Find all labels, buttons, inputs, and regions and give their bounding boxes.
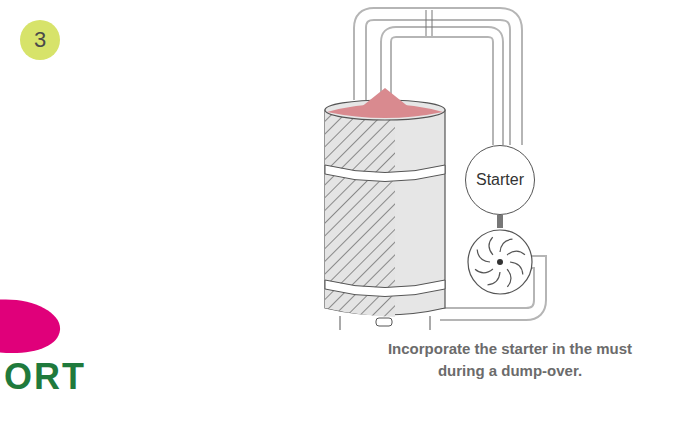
- must-cone: [360, 88, 410, 108]
- pump-vane: [500, 239, 512, 252]
- step-number-text: 3: [34, 27, 46, 53]
- tank-band: [325, 165, 445, 182]
- pipe-joint: [432, 10, 433, 36]
- caption: Incorporate the starter in the must duri…: [365, 338, 655, 382]
- connector-pipe: [497, 215, 503, 228]
- tank-band: [325, 280, 445, 297]
- pump-vane: [475, 269, 493, 273]
- pipe-joint: [426, 10, 427, 36]
- starter-tank: Starter: [465, 145, 535, 215]
- pump-vane: [510, 262, 523, 274]
- pump-vane: [507, 251, 525, 255]
- pump-vane: [507, 269, 511, 287]
- logo-shape: [0, 299, 60, 353]
- pump-symbol: [468, 230, 532, 294]
- tank-leg: [340, 316, 341, 330]
- pump-vane: [488, 272, 500, 285]
- step-number: 3: [20, 20, 60, 60]
- tank-leg: [430, 316, 431, 330]
- pump-vane: [489, 237, 493, 255]
- logo-text: ORT: [4, 356, 86, 398]
- tank-valve: [376, 318, 392, 326]
- starter-tank-text: Starter: [476, 171, 524, 189]
- pump-vane: [477, 250, 490, 262]
